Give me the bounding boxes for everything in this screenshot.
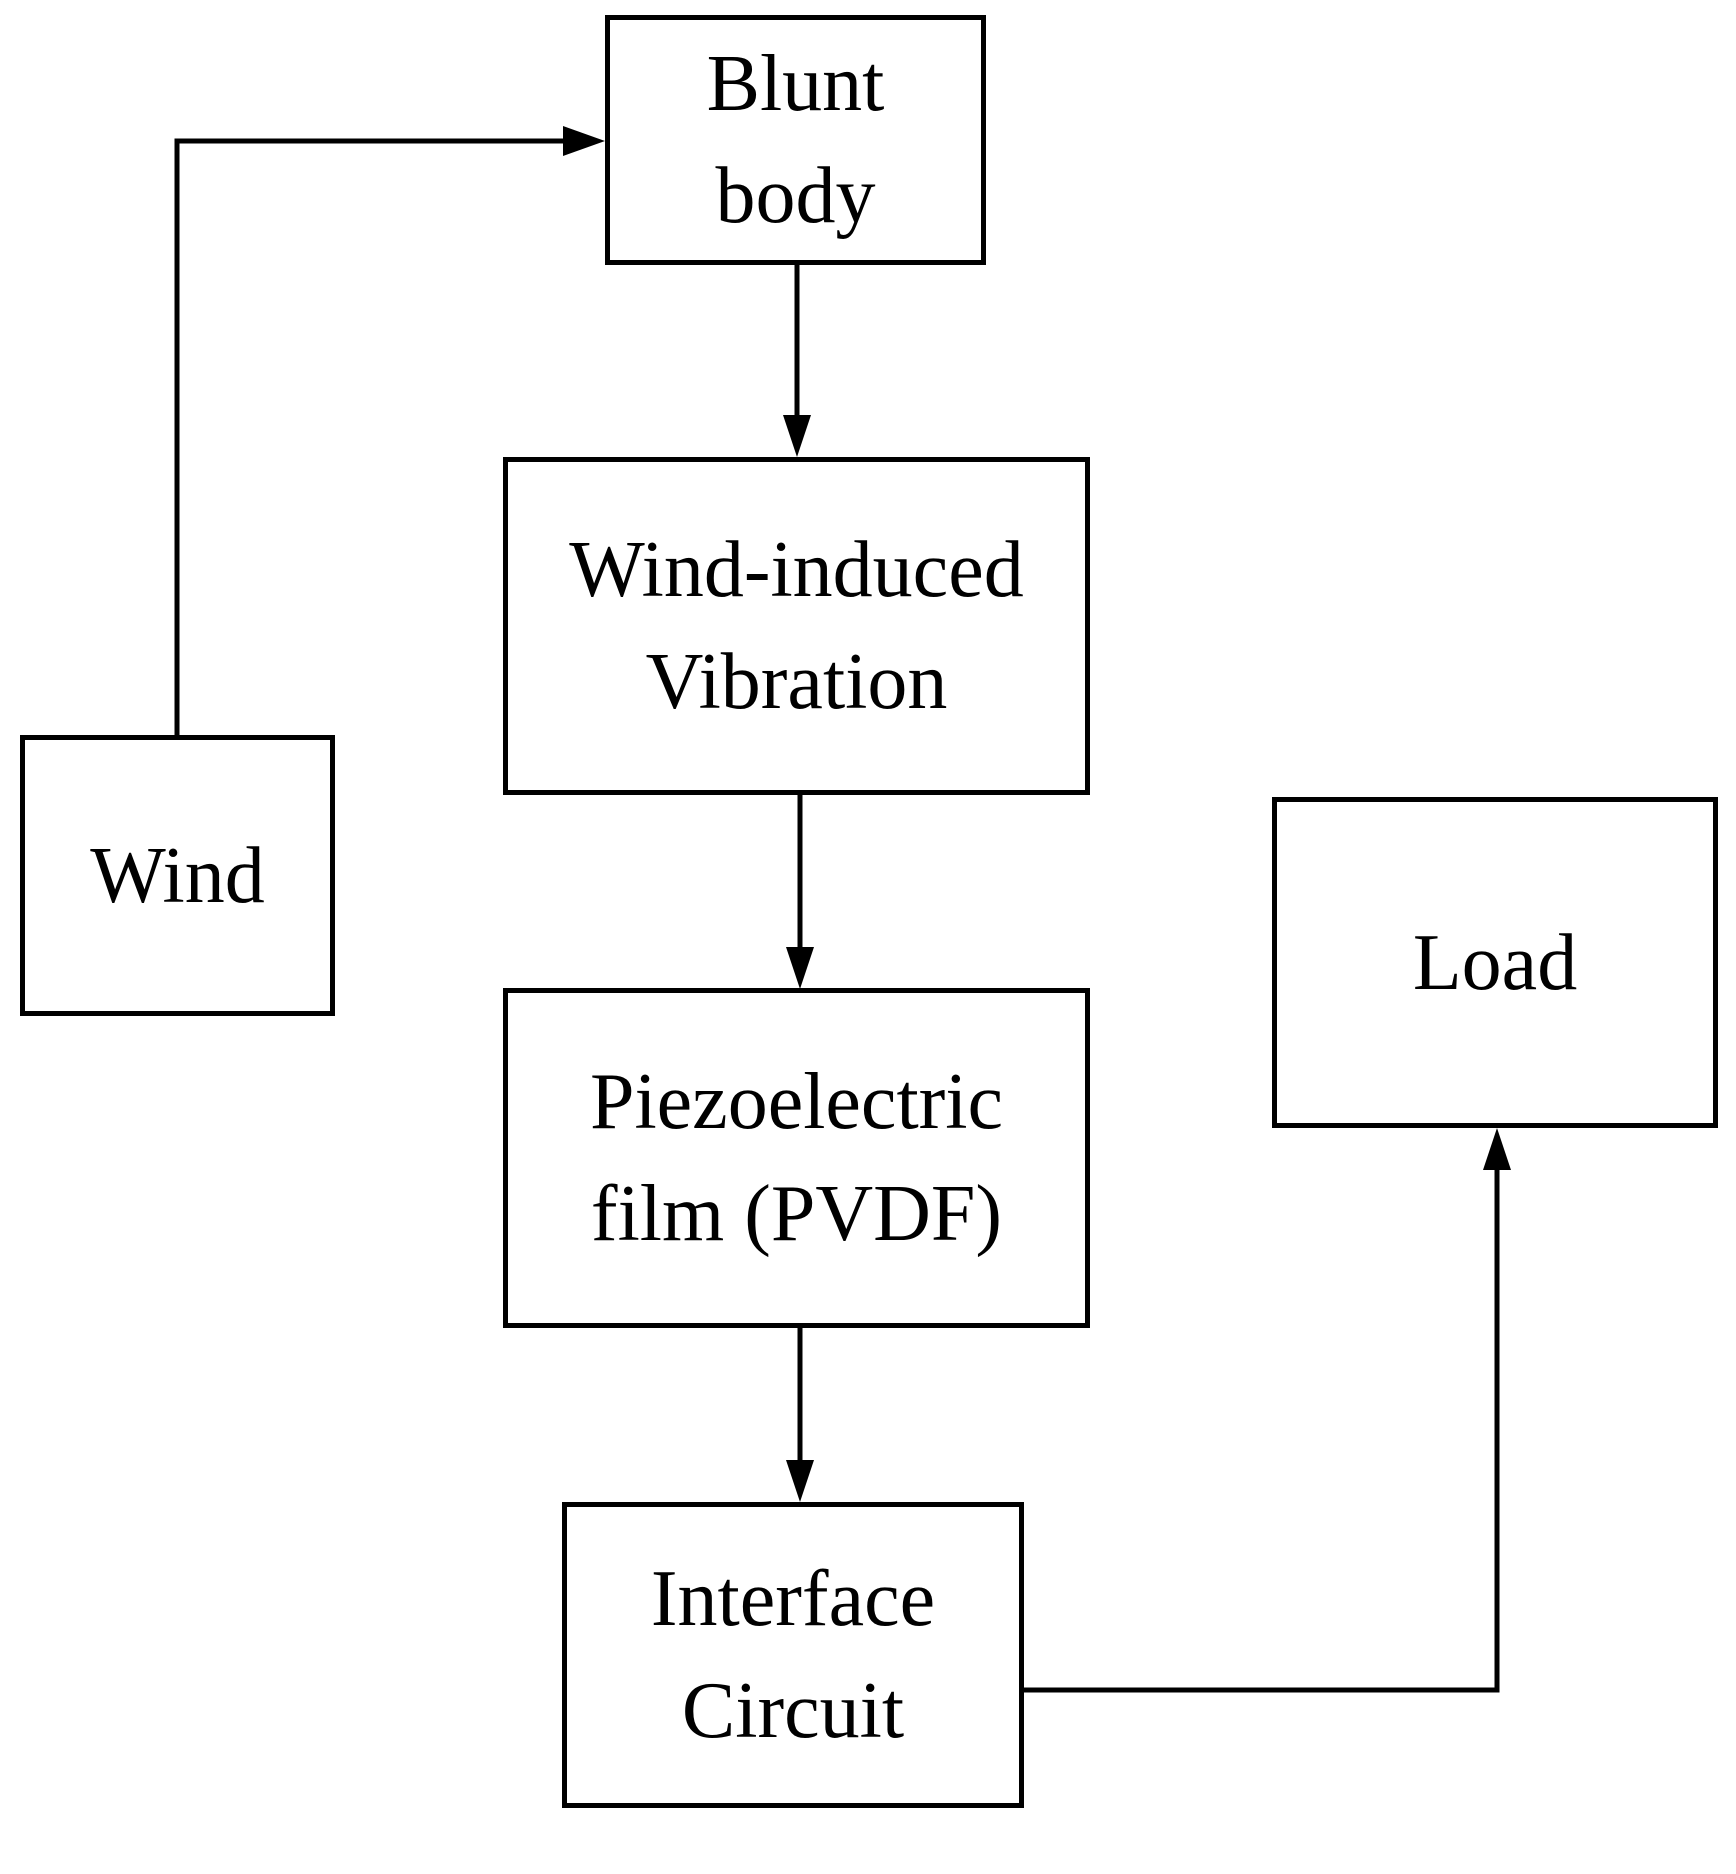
arrowhead-into-piezo-film xyxy=(786,947,814,989)
node-load-label: Load xyxy=(1412,918,1578,1007)
node-blunt-body-label-line1: Blunt xyxy=(706,40,885,128)
arrowhead-into-interface-circuit xyxy=(786,1460,814,1502)
node-piezoelectric-film-label-line1: Piezoelectric xyxy=(589,1058,1004,1146)
node-load: Load xyxy=(1272,797,1718,1128)
arrowhead-into-blunt-body xyxy=(563,126,605,156)
node-piezoelectric-film: Piezoelectric film (PVDF) xyxy=(503,988,1090,1328)
edge-interface-circuit-to-load xyxy=(1024,1167,1500,1693)
node-blunt-body-label-line2: body xyxy=(715,152,876,240)
node-wind-induced-vibration-label-line2: Vibration xyxy=(645,638,948,726)
node-piezoelectric-film-label-line2: film (PVDF) xyxy=(590,1170,1003,1258)
edge-wind-to-blunt-body xyxy=(174,138,566,735)
node-wind-induced-vibration: Wind-induced Vibration xyxy=(503,457,1090,795)
node-wind-induced-vibration-label-line1: Wind-induced xyxy=(569,526,1024,614)
node-interface-circuit: Interface Circuit xyxy=(562,1502,1024,1808)
arrowhead-into-vibration xyxy=(783,415,811,457)
node-interface-circuit-label-line1: Interface xyxy=(650,1555,936,1643)
node-wind: Wind xyxy=(20,735,335,1016)
node-wind-label: Wind xyxy=(90,831,265,920)
node-interface-circuit-label-line2: Circuit xyxy=(681,1667,905,1755)
node-blunt-body: Blunt body xyxy=(605,15,986,265)
arrowhead-into-load xyxy=(1483,1128,1511,1170)
